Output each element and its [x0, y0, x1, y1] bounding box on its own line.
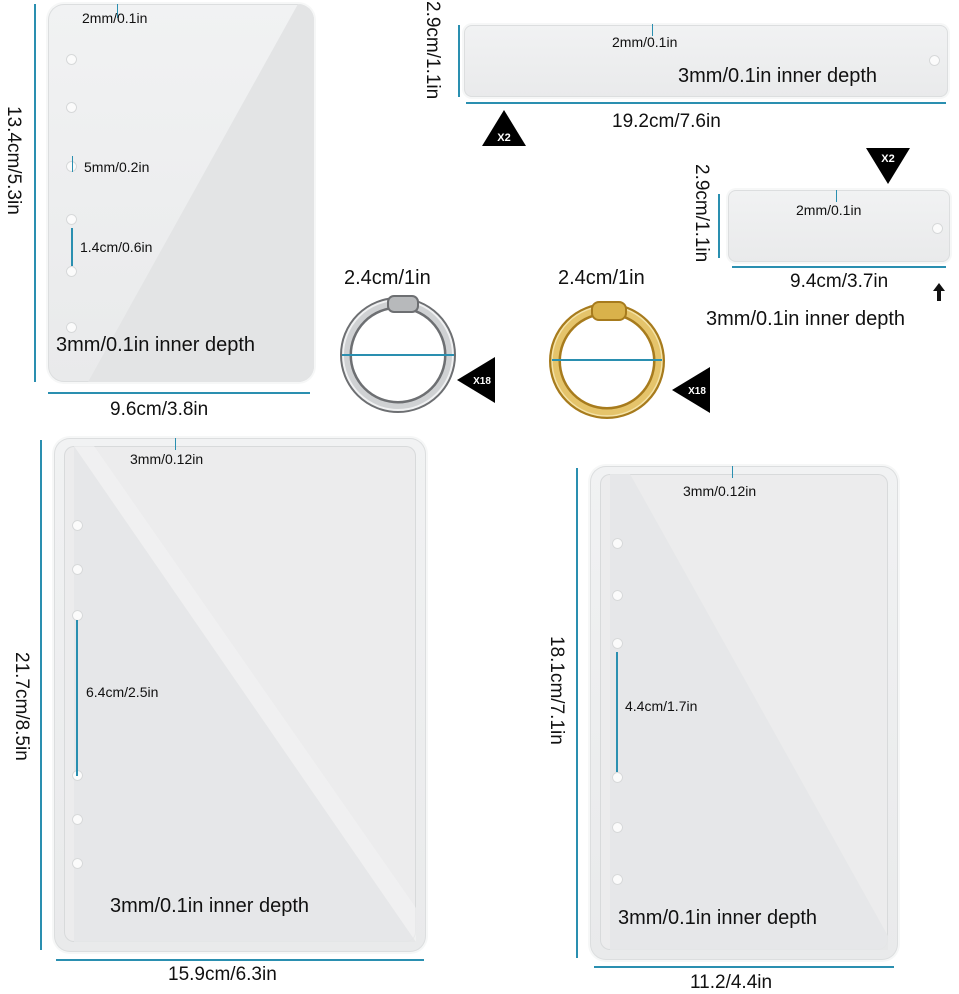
width-label: 15.9cm/6.3in [168, 964, 277, 985]
dimension-tick [72, 156, 73, 172]
dimension-tick [117, 4, 118, 18]
dimension-tick [836, 190, 837, 202]
binder-hole [612, 538, 623, 549]
binder-hole [66, 102, 77, 113]
short-bookmark-mold [728, 190, 950, 262]
dimension-tick [175, 438, 176, 450]
binder-hole [612, 822, 623, 833]
binder-hole [612, 772, 623, 783]
small-binder-mold [48, 4, 314, 382]
width-line [594, 966, 894, 968]
binder-hole [72, 520, 83, 531]
mold-diagonal-shading [88, 4, 314, 382]
height-label: 21.7cm/8.5in [11, 652, 32, 761]
width-label: 9.4cm/3.7in [790, 271, 889, 292]
height-line [576, 468, 578, 958]
mold-diagonal-shading [610, 474, 888, 950]
svg-text:X2: X2 [497, 132, 510, 144]
binder-hole [612, 874, 623, 885]
top-gap-label: 3mm/0.12in [130, 451, 204, 467]
dimension-tick [732, 466, 733, 478]
long-bookmark-mold [464, 25, 948, 97]
large-binder-mold [54, 438, 426, 952]
quantity-badge: X2 [482, 110, 526, 146]
height-label: 18.1cm/7.1in [546, 636, 567, 745]
width-line [466, 102, 946, 104]
width-line [48, 392, 310, 394]
top-gap-label: 3mm/0.12in [683, 483, 757, 499]
binder-hole [66, 54, 77, 65]
binder-hole [66, 266, 77, 277]
quantity-badge: X18 [457, 357, 495, 403]
inner-depth-label: 3mm/0.1in inner depth [618, 907, 818, 929]
svg-text:X18: X18 [473, 376, 491, 387]
svg-text:X18: X18 [688, 386, 706, 397]
width-label: 11.2/4.4in [690, 972, 773, 993]
binder-hole [72, 610, 83, 621]
height-label: 13.4cm/5.3in [3, 106, 24, 215]
inner-depth-label: 3mm/0.1in inner depth [56, 334, 256, 356]
binder-hole [66, 322, 77, 333]
binder-hole [612, 590, 623, 601]
inner-depth-label: 3mm/0.1in inner depth [110, 895, 310, 917]
arrow-up-icon [933, 283, 945, 301]
mold-diagonal-shading [74, 446, 416, 942]
height-label: 2.9cm/1.1in [691, 164, 712, 263]
bookmark-hole [929, 55, 940, 66]
medium-binder-mold [590, 466, 898, 960]
quantity-badge: X18 [672, 367, 710, 413]
binder-hole [66, 214, 77, 225]
width-line [732, 266, 946, 268]
hole-spacing-line [71, 228, 73, 266]
binder-hole [72, 814, 83, 825]
hole-spacing-label: 6.4cm/2.5in [86, 684, 159, 700]
ring-diameter-label: 2.4cm/1in [558, 267, 645, 289]
gold-ring-icon [549, 301, 665, 419]
binder-hole [66, 161, 77, 172]
top-gap-label: 2mm/0.1in [612, 34, 678, 50]
quantity-badge: X2 [866, 148, 910, 184]
width-line [56, 959, 424, 961]
height-label: 2.9cm/1.1in [422, 1, 443, 100]
binder-hole [612, 638, 623, 649]
top-gap-label: 2mm/0.1in [796, 202, 862, 218]
bookmark-hole [932, 223, 943, 234]
ring-diameter-label: 2.4cm/1in [344, 267, 431, 289]
binder-hole [72, 564, 83, 575]
hole-spacing-line [616, 652, 618, 772]
hole-spacing-label: 4.4cm/1.7in [625, 698, 698, 714]
dimension-tick [652, 24, 653, 36]
width-label: 9.6cm/3.8in [110, 399, 209, 420]
hole-spacing-line [76, 620, 78, 776]
binder-hole [72, 858, 83, 869]
silver-ring-icon [340, 295, 456, 413]
height-line [34, 4, 36, 382]
hole-size-label: 5mm/0.2in [84, 159, 150, 175]
inner-depth-label: 3mm/0.1in inner depth [678, 65, 878, 87]
hole-spacing-label: 1.4cm/0.6in [80, 239, 153, 255]
height-line [40, 440, 42, 950]
inner-depth-label: 3mm/0.1in inner depth [706, 308, 906, 330]
height-line [458, 25, 460, 97]
height-line [718, 194, 720, 258]
top-gap-label: 2mm/0.1in [82, 10, 148, 26]
svg-text:X2: X2 [881, 153, 894, 165]
width-label: 19.2cm/7.6in [612, 111, 721, 132]
